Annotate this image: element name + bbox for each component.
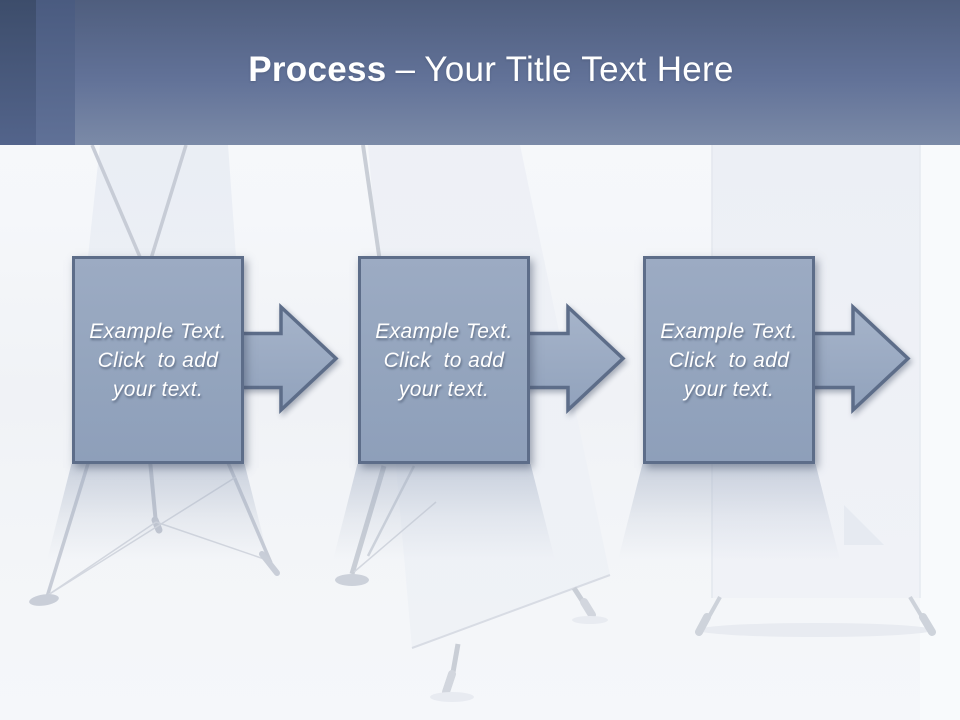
step-text-line: Click to add xyxy=(383,348,505,372)
step-text-line: your text. xyxy=(112,377,204,401)
step-box-2[interactable]: Example Text. Click to add your text. xyxy=(358,256,530,464)
step-text-line: your text. xyxy=(683,377,775,401)
step-text-line: Click to add xyxy=(97,348,219,372)
step-box-1[interactable]: Example Text. Click to add your text. xyxy=(72,256,244,464)
header-band: Process–Your Title Text Here xyxy=(0,0,960,145)
step-text-line: Click to add xyxy=(668,348,790,372)
arrow-right-icon xyxy=(805,302,911,415)
arrow-right-icon xyxy=(520,302,626,415)
page-title: Process–Your Title Text Here xyxy=(0,50,960,90)
title-separator: – xyxy=(395,50,416,89)
step-reflection xyxy=(618,464,840,560)
title-keyword: Process xyxy=(248,50,387,89)
header-accent-stripe-light xyxy=(36,0,75,145)
step-text-line: Example Text. xyxy=(375,319,513,343)
title-placeholder-text: Your Title Text Here xyxy=(424,50,734,89)
step-text-line: your text. xyxy=(398,377,490,401)
step-text-line: Example Text. xyxy=(89,319,227,343)
arrow-right-icon xyxy=(233,302,339,415)
step-reflection xyxy=(47,464,269,560)
step-reflection xyxy=(333,464,555,560)
header-accent-stripe-dark xyxy=(0,0,36,145)
step-box-3[interactable]: Example Text. Click to add your text. xyxy=(643,256,815,464)
step-text-line: Example Text. xyxy=(660,319,798,343)
